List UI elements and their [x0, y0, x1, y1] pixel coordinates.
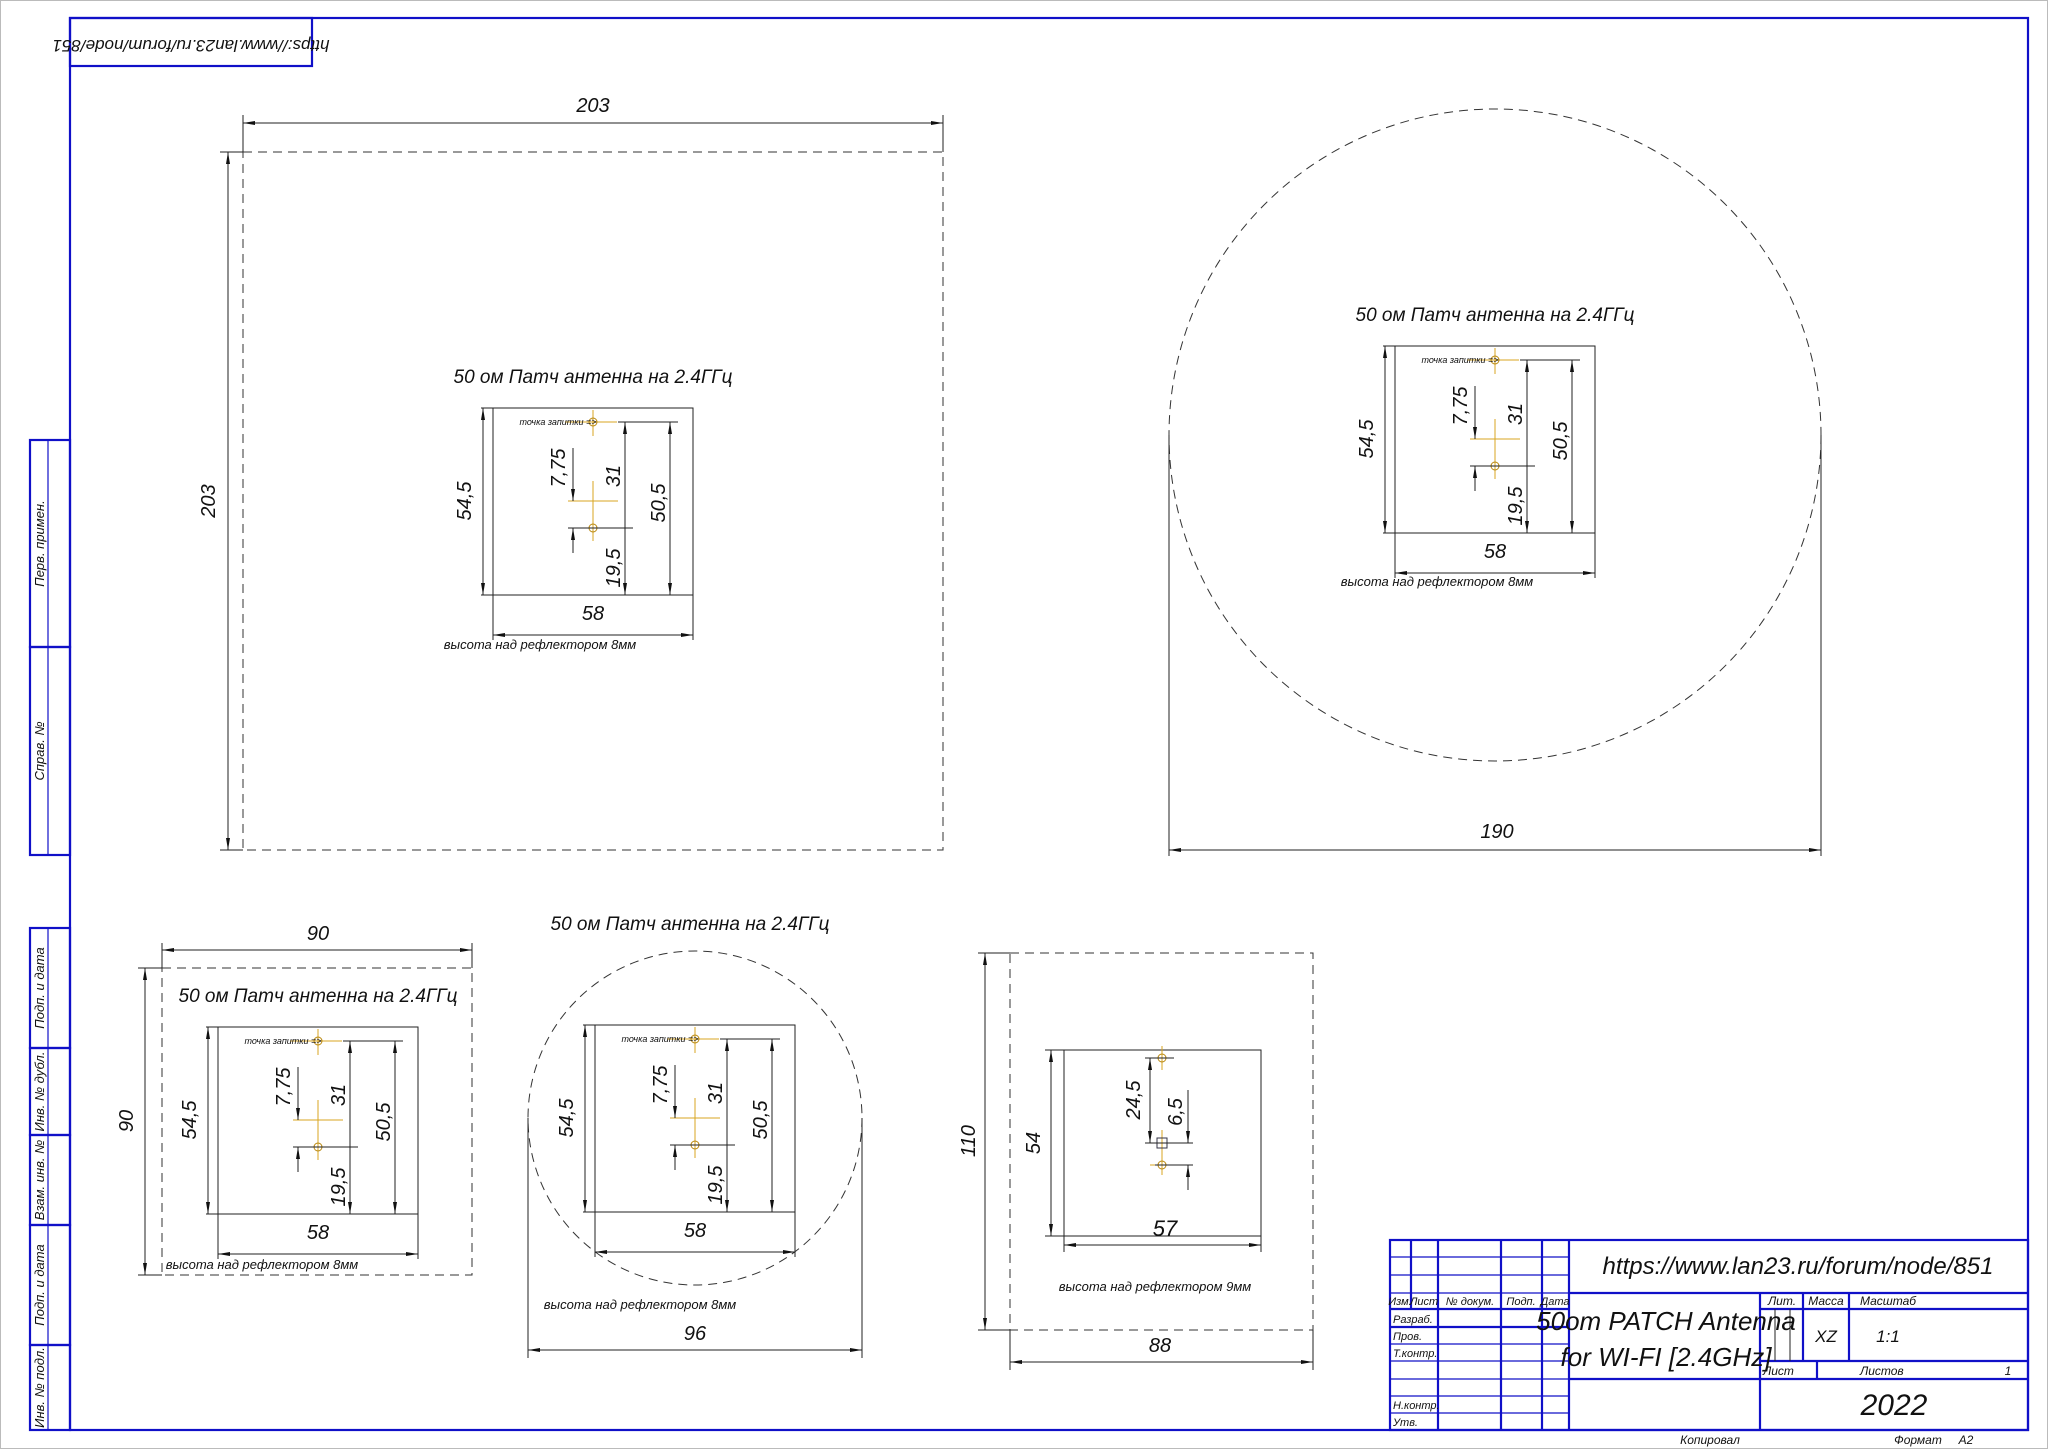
dimension-text: 54,5: [179, 1100, 201, 1140]
dimension-text: 203: [198, 484, 220, 518]
feed-point-circle: [1490, 355, 1500, 365]
role-label: Пров.: [1393, 1331, 1422, 1343]
sheet-label: Лист: [1762, 1364, 1794, 1378]
dimension-text: 7,75: [548, 448, 570, 488]
scale-value: 1:1: [1876, 1327, 1900, 1346]
column-header: Подп.: [1506, 1296, 1535, 1308]
lit-label: Лит.: [1767, 1294, 1796, 1308]
side-strip-label: Взам. инв. №: [32, 1140, 47, 1220]
feed-point-label: точка запитки =>: [621, 1034, 698, 1044]
url-stamp-box: [68, 16, 314, 68]
dimension-text: 31: [603, 465, 625, 487]
side-strip-cell: [28, 1343, 72, 1432]
dimension-text: 54,5: [454, 481, 476, 521]
feed-point-circle: [690, 1034, 700, 1044]
patch-title: 50 ом Патч антенна на 2.4ГГц: [179, 986, 458, 1007]
column-header: Лист: [1409, 1296, 1438, 1308]
feed-point-circle: [588, 417, 598, 427]
side-strip-label: Инв. № подл.: [32, 1347, 47, 1428]
feed-point-label: точка запитки =>: [244, 1036, 321, 1046]
dimension-text: 50,5: [750, 1100, 772, 1140]
format-value: A2: [1958, 1433, 1974, 1447]
dimension-text: 90: [307, 923, 329, 945]
height-note: высота над рефлектором 8мм: [166, 1257, 359, 1272]
dimension-text: 88: [1149, 1335, 1171, 1357]
url-stamp: https://www.lan23.ru/forum/node/851: [53, 36, 330, 55]
side-strip-cell: [28, 645, 72, 857]
copied-label: Копировал: [1680, 1433, 1740, 1447]
side-strip-label: Инв. № дубл.: [32, 1052, 47, 1132]
dimension-text: 203: [575, 95, 609, 117]
dimension-text: 190: [1480, 821, 1513, 843]
dimension-text: 19,5: [328, 1167, 350, 1207]
dimension-text: 110: [958, 1125, 980, 1157]
dimension-text: 7,75: [650, 1065, 672, 1105]
patch-title: 50 ом Патч антенна на 2.4ГГц: [551, 914, 830, 935]
height-note: высота над рефлектором 9мм: [1059, 1279, 1252, 1294]
patch-title: 50 ом Патч антенна на 2.4ГГц: [454, 367, 733, 388]
dimension-text: 54,5: [1356, 419, 1378, 459]
feed-point-label: точка запитки =>: [1421, 355, 1498, 365]
dimension-text: 19,5: [603, 548, 625, 588]
dimension-text: 57: [1153, 1216, 1178, 1241]
reflector-square: [161, 967, 473, 1276]
dimension-text: 50,5: [373, 1102, 395, 1142]
dimension-text: 24,5: [1123, 1080, 1145, 1121]
dimension-text: 31: [705, 1082, 727, 1104]
year-field: 2022: [1860, 1389, 1928, 1422]
reflector-rect: [1009, 952, 1314, 1331]
dimension-text: 54: [1023, 1132, 1045, 1154]
dimension-text: 96: [684, 1323, 707, 1345]
dimension-text: 19,5: [1505, 486, 1527, 526]
title-block-url: https://www.lan23.ru/forum/node/851: [1603, 1253, 1994, 1280]
dimension-text: 6,5: [1165, 1097, 1187, 1126]
column-header: Изм.: [1388, 1296, 1411, 1308]
format-label: Формат: [1894, 1433, 1942, 1447]
dimension-text: 58: [684, 1220, 706, 1242]
dimension-text: 90: [116, 1110, 138, 1132]
dimension-text: 58: [1484, 541, 1506, 563]
side-strip-label: Справ. №: [32, 721, 47, 780]
column-header: Дата: [1538, 1296, 1569, 1308]
drawing-title: for WI-FI [2.4GHz]: [1561, 1342, 1773, 1372]
side-strip-label: Подп. и дата: [32, 1244, 47, 1325]
dimension-text: 58: [307, 1222, 329, 1244]
scale-label: Масштаб: [1860, 1294, 1917, 1308]
dimension-text: 31: [1505, 403, 1527, 425]
reflector-square: [242, 151, 944, 851]
role-label: Утв.: [1392, 1417, 1418, 1429]
side-strip-label: Перв. примен.: [32, 500, 47, 586]
role-label: Разраб.: [1393, 1314, 1433, 1326]
dimension-text: 58: [582, 603, 604, 625]
dimension-text: 31: [328, 1084, 350, 1106]
role-label: Н.контр.: [1393, 1400, 1440, 1412]
title-block: [1388, 1238, 2030, 1432]
dimension-text: 7,75: [1450, 386, 1472, 426]
patch-title: 50 ом Патч антенна на 2.4ГГц: [1356, 305, 1635, 326]
dimension-text: 50,5: [648, 483, 670, 523]
height-note: высота над рефлектором 8мм: [444, 637, 637, 652]
feed-point-label: точка запитки =>: [519, 417, 596, 427]
sheets-label: Листов: [1859, 1364, 1904, 1378]
sheets-value: 1: [2005, 1364, 2012, 1378]
height-note: высота над рефлектором 8мм: [544, 1297, 737, 1312]
drawing-title: 50om PATCH Antenna: [1536, 1306, 1796, 1336]
feed-point-circle: [313, 1036, 323, 1046]
side-strip-label: Подп. и дата: [32, 947, 47, 1028]
dimension-text: 19,5: [705, 1165, 727, 1205]
dimension-text: 7,75: [273, 1067, 295, 1107]
drawing-frame: [68, 16, 2030, 1432]
dimension-text: 54,5: [556, 1098, 578, 1138]
column-header: № докум.: [1446, 1296, 1494, 1308]
mass-label: Масса: [1808, 1294, 1844, 1308]
mass-value: XZ: [1814, 1327, 1837, 1346]
dimension-text: 50,5: [1550, 421, 1572, 461]
role-label: Т.контр.: [1393, 1348, 1437, 1360]
height-note: высота над рефлектором 8мм: [1341, 574, 1534, 589]
